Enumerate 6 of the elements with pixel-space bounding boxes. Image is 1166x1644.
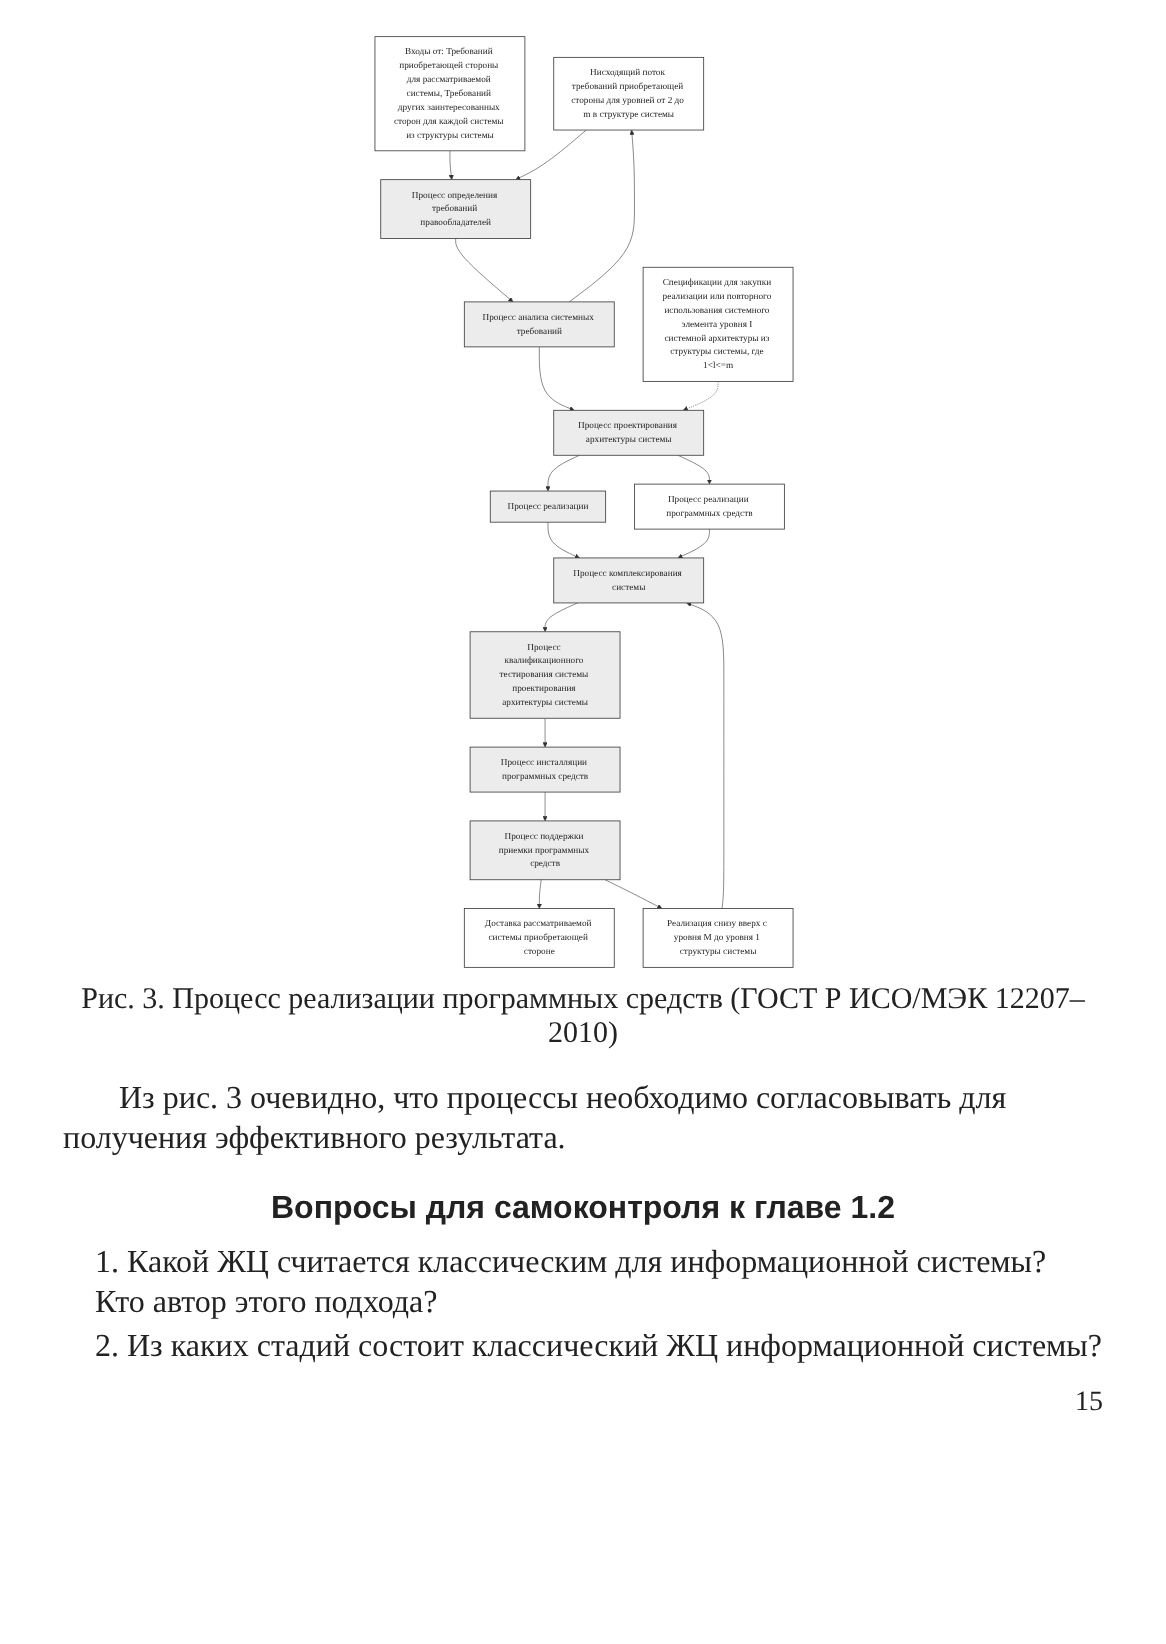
question-item: 1. Какой ЖЦ считается классическим для информационной системы? Кто автор этого подхода? — [95, 1244, 1049, 1324]
paragraph: Из рис. 3 очевидно, что процессы необходимо согласовывать для получения эффективного результата. — [63, 1080, 1009, 1160]
figure-caption: Рис. 3. Процесс реализации программных средств (ГОСТ Р ИСО/МЭК 12207–2010) — [79, 984, 1087, 1052]
question-item: 2. Из каких стадий состоит классический ЖЦ информационной системы? — [95, 1328, 1103, 1368]
page-number: 15 — [1073, 1388, 1103, 1420]
section-heading: Вопросы для самоконтроля к главе 1.2 — [269, 1192, 897, 1228]
